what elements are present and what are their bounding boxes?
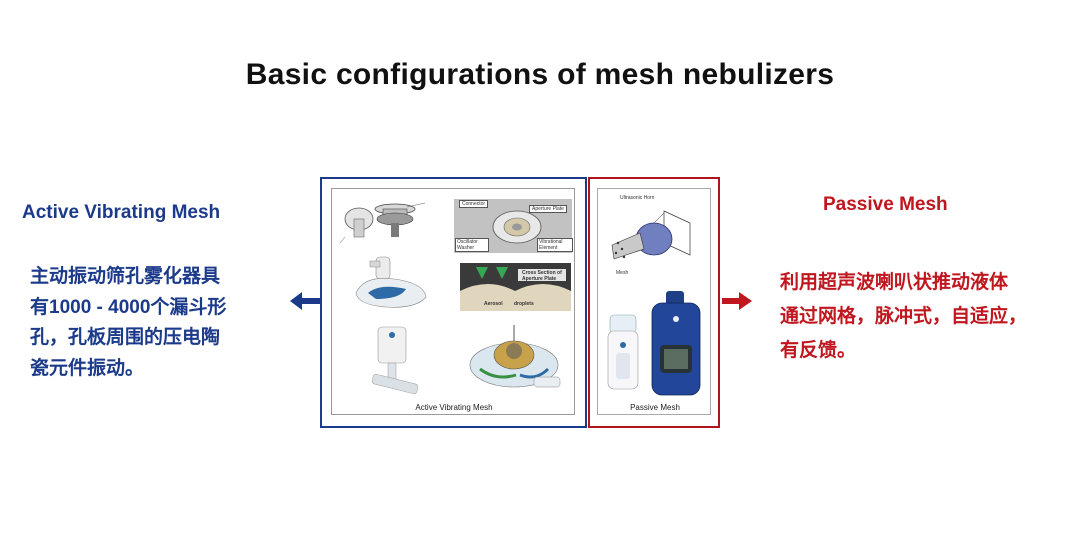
ultrasonic-horn-diagram (611, 210, 691, 260)
label-aperture-plate: Aperture Plate (529, 205, 567, 213)
label-cross-section: Cross Section of Aperture Plate (522, 270, 562, 282)
inline-nebulizer-image (371, 326, 419, 395)
passive-line: 通过网格，脉冲式，自适应， (780, 306, 1028, 327)
exploded-device-image (339, 202, 426, 244)
active-mesh-panel: Connector Aperture Plate Oscillator Wash… (320, 177, 587, 428)
active-line: 孔，孔板周围的压电陶 (30, 327, 221, 348)
left-arrow-icon (290, 292, 320, 310)
passive-images-frame: Ultrasonic Horn Mesh Passive Mesh (597, 188, 711, 415)
active-line: 有1000 - 4000个漏斗形 (30, 296, 227, 318)
passive-heading: Passive Mesh (823, 194, 948, 215)
label-droplets: droplets (514, 301, 534, 307)
circuit-nebulizer-image (469, 325, 561, 388)
aperture-plate-image (492, 210, 542, 244)
passive-mesh-panel: Ultrasonic Horn Mesh Passive Mesh (588, 177, 720, 428)
label-aerosol: Aerosol (484, 301, 503, 307)
passive-line: 有反馈。 (780, 340, 857, 361)
right-arrow-icon (722, 292, 752, 310)
active-description: 主动振动筛孔雾化器具 有1000 - 4000个漏斗形 孔，孔板周围的压电陶 瓷… (30, 262, 280, 384)
label-vibrational-element: Vibrational Element (537, 238, 573, 252)
label-oscillator-washer: Oscillator Washer (455, 238, 489, 252)
label-connector: Connector (459, 200, 489, 208)
page-title: Basic configurations of mesh nebulizers (245, 58, 835, 91)
label-mesh: Mesh (616, 270, 629, 276)
handheld-nebulizer-image (355, 256, 427, 308)
cross-section-image (460, 263, 571, 311)
active-line: 主动振动筛孔雾化器具 (30, 266, 221, 287)
active-heading: Active Vibrating Mesh (22, 202, 221, 223)
active-caption: Active Vibrating Mesh (415, 403, 493, 412)
portable-nebulizer-image (607, 314, 639, 390)
passive-line: 利用超声波喇叭状推动液体 (780, 272, 1009, 293)
passive-caption: Passive Mesh (630, 403, 680, 412)
active-line: 瓷元件振动。 (30, 357, 145, 379)
handheld-mesh-device-image (651, 291, 701, 396)
passive-description: 利用超声波喇叭状推动液体 通过网格，脉冲式，自适应， 有反馈。 (780, 266, 1075, 368)
label-ultrasonic-horn: Ultrasonic Horn (620, 195, 655, 201)
active-images-frame: Connector Aperture Plate Oscillator Wash… (331, 188, 575, 415)
